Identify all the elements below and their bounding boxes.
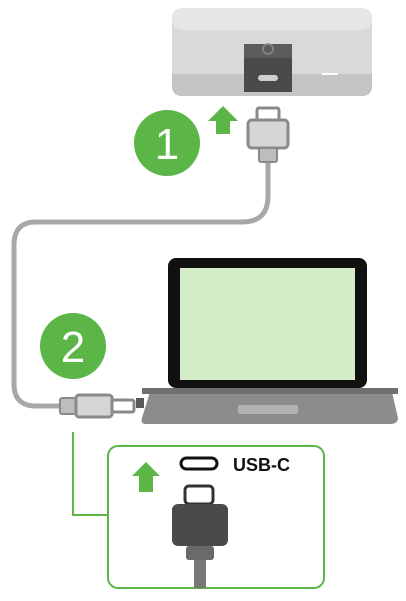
- up-arrow-icon: [208, 106, 238, 134]
- step-2-circle: [40, 313, 106, 379]
- drive-usb-c-port: [258, 75, 278, 81]
- usb-c-port-icon: [179, 456, 219, 471]
- callout-leader: [72, 432, 108, 516]
- step-2-number: 2: [61, 323, 85, 372]
- laptop-side-usb-c-plug: [59, 393, 136, 419]
- step-1-number: 1: [155, 120, 179, 169]
- laptop-trackpad: [238, 405, 298, 414]
- drive-side-usb-c-plug: [246, 106, 290, 163]
- callout-up-arrow-icon: [132, 462, 160, 492]
- step-1-circle: [134, 110, 200, 176]
- usb-c-label: USB-C: [233, 455, 290, 475]
- laptop-usb-port: [136, 398, 144, 408]
- laptop-display: [180, 268, 355, 380]
- usb-c-plug-icon: [172, 484, 228, 588]
- usb-cable: [11, 159, 271, 409]
- laptop: [136, 258, 398, 424]
- drive-logo-icon: [262, 43, 274, 55]
- external-drive: [172, 8, 372, 96]
